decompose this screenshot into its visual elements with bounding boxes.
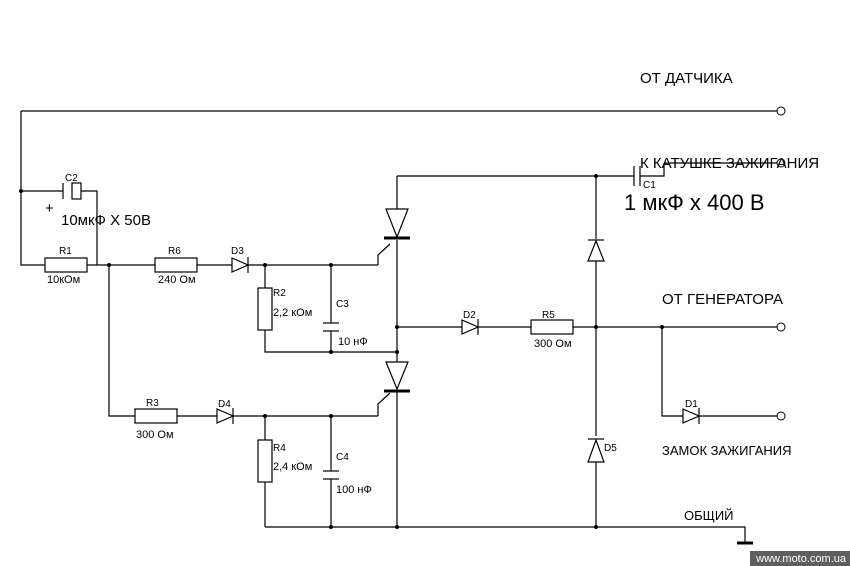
resistor-r2 (257, 287, 273, 331)
watermark: www.moto.com.ua (750, 551, 850, 566)
diode-d1 (682, 408, 701, 424)
capacitor-c4 (323, 470, 339, 480)
diode-d5 (587, 438, 605, 463)
junctions (19, 174, 664, 529)
diode-d6 (587, 239, 605, 262)
ref-c4: C4 (336, 452, 349, 463)
terminal-coil (776, 158, 786, 168)
thyristor-top (384, 208, 410, 240)
capacitor-c1 (633, 166, 641, 186)
value-r5: 300 Ом (534, 338, 572, 350)
value-c1: 1 мкФ х 400 В (624, 190, 765, 215)
label-ignition-lock: ЗАМОК ЗАЖИГАНИЯ (662, 443, 791, 458)
capacitor-c2 (62, 182, 82, 200)
ref-c2: C2 (65, 173, 78, 184)
label-common: ОБЩИЙ (684, 508, 734, 523)
ref-c1: C1 (643, 180, 656, 191)
resistor-r3 (134, 408, 178, 424)
resistor-r4 (257, 439, 273, 483)
ref-r5: R5 (542, 310, 555, 321)
value-c4: 100 нФ (336, 484, 372, 496)
resistor-r6 (154, 257, 198, 273)
ref-d1: D1 (685, 399, 698, 410)
ref-d2: D2 (463, 310, 476, 321)
thyristor-bottom (384, 361, 410, 393)
ref-d3: D3 (231, 246, 244, 257)
resistor-r1 (44, 257, 88, 273)
diode-d3 (231, 257, 250, 273)
terminal-ignition-lock (776, 411, 786, 421)
terminal-generator (776, 322, 786, 332)
value-r6: 240 Ом (158, 274, 196, 286)
value-r4: 2,4 кОм (273, 461, 312, 473)
polarity-c2: + (45, 200, 54, 217)
ref-d5: D5 (604, 443, 617, 454)
capacitor-c3 (323, 322, 339, 332)
ref-r2: R2 (273, 288, 286, 299)
ref-d4: D4 (218, 399, 231, 410)
ref-r3: R3 (146, 398, 159, 409)
label-sensor: ОТ ДАТЧИКА (640, 70, 733, 87)
wires (20, 110, 778, 543)
diode-d4 (216, 408, 235, 424)
diode-d2 (461, 319, 480, 335)
value-r3: 300 Ом (136, 429, 174, 441)
value-r1: 10кОм (47, 274, 80, 286)
ref-r1: R1 (59, 246, 72, 257)
terminal-sensor (776, 106, 786, 116)
ref-r6: R6 (168, 246, 181, 257)
ref-c3: C3 (336, 299, 349, 310)
label-coil: К КАТУШКЕ ЗАЖИГАНИЯ (640, 155, 819, 172)
ref-r4: R4 (273, 443, 286, 454)
label-generator: ОТ ГЕНЕРАТОРА (662, 291, 783, 308)
value-r2: 2,2 кОм (273, 307, 312, 319)
resistor-r5 (530, 319, 574, 335)
value-c2: 10мкФ Х 50В (61, 212, 151, 229)
value-c3: 10 нФ (338, 336, 368, 348)
